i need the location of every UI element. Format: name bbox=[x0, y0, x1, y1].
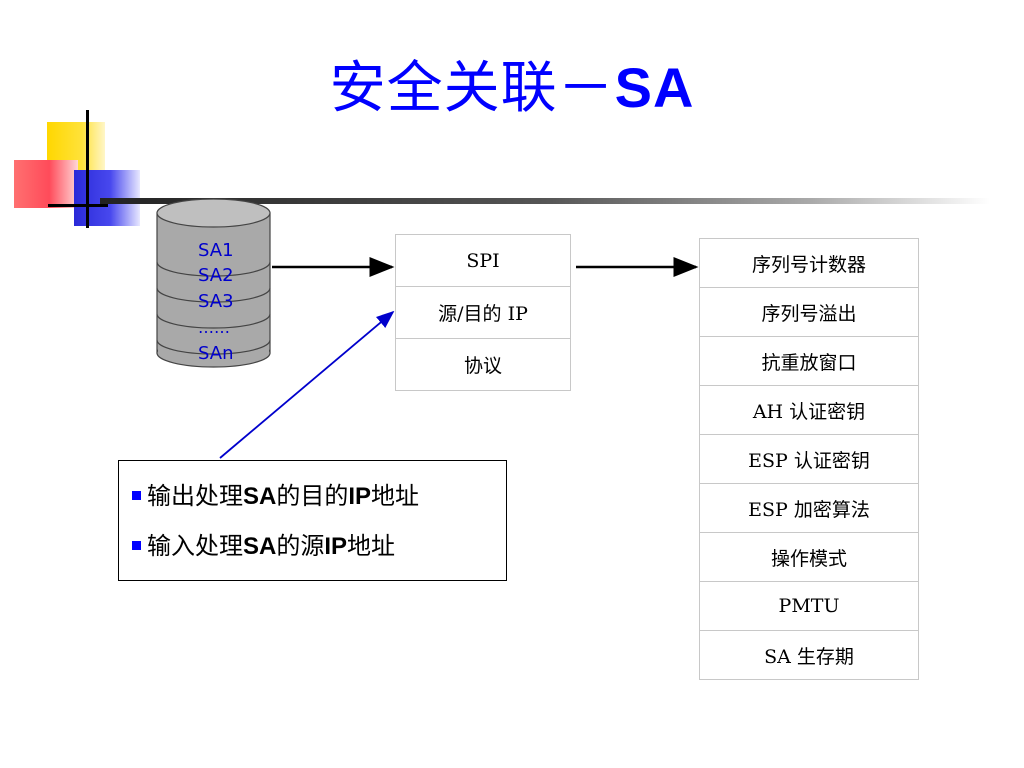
title-latin: SA bbox=[614, 56, 695, 119]
arrow-note-to-ip bbox=[219, 310, 395, 459]
param-row: PMTU bbox=[699, 581, 919, 631]
selector-row-protocol: 协议 bbox=[395, 338, 571, 391]
param-row: ESP 加密算法 bbox=[699, 483, 919, 533]
param-row: 序列号溢出 bbox=[699, 287, 919, 337]
slide-title: 安全关联－SA bbox=[0, 52, 1024, 125]
sa-entry-ellipsis: …… bbox=[198, 318, 230, 337]
note-bold: SA bbox=[243, 533, 277, 560]
title-cn: 安全关联－ bbox=[329, 56, 615, 121]
bullet-square-icon bbox=[132, 491, 141, 500]
note-item-outbound: 输出处理SA的目的IP地址 bbox=[119, 479, 506, 529]
note-text: 地址 bbox=[371, 482, 420, 510]
header-divider-line bbox=[100, 198, 990, 204]
param-row: ESP 认证密钥 bbox=[699, 434, 919, 484]
note-text: 地址 bbox=[347, 532, 396, 560]
decor-short-line bbox=[48, 204, 108, 207]
selector-row-ip: 源/目的 IP bbox=[395, 286, 571, 339]
bullet-square-icon bbox=[132, 541, 141, 550]
sa-entry: SAn bbox=[198, 343, 234, 364]
note-text: 输出处理 bbox=[147, 482, 243, 510]
param-row: SA 生存期 bbox=[699, 630, 919, 680]
param-row: 序列号计数器 bbox=[699, 238, 919, 288]
note-bold: SA bbox=[243, 483, 277, 510]
note-item-inbound: 输入处理SA的源IP地址 bbox=[119, 529, 506, 579]
note-text: 的目的 bbox=[276, 482, 349, 510]
ip-address-note: 输出处理SA的目的IP地址 输入处理SA的源IP地址 bbox=[118, 460, 507, 581]
decor-vertical-line bbox=[86, 110, 89, 228]
note-text: 的源 bbox=[276, 532, 325, 560]
sa-entry: SA1 bbox=[198, 240, 234, 261]
param-row: AH 认证密钥 bbox=[699, 385, 919, 435]
selector-table: SPI 源/目的 IP 协议 bbox=[395, 234, 571, 391]
param-row: 抗重放窗口 bbox=[699, 336, 919, 386]
param-row: 操作模式 bbox=[699, 532, 919, 582]
selector-row-spi: SPI bbox=[395, 234, 571, 287]
note-bold: IP bbox=[324, 533, 348, 560]
sa-parameter-table: 序列号计数器 序列号溢出 抗重放窗口 AH 认证密钥 ESP 认证密钥 ESP … bbox=[699, 238, 919, 680]
note-text: 输入处理 bbox=[147, 532, 243, 560]
sa-entry: SA3 bbox=[198, 291, 234, 312]
sa-database-cylinder bbox=[156, 198, 271, 368]
sa-entry: SA2 bbox=[198, 265, 234, 286]
note-bold: IP bbox=[348, 483, 372, 510]
decor-red-square bbox=[14, 160, 78, 208]
